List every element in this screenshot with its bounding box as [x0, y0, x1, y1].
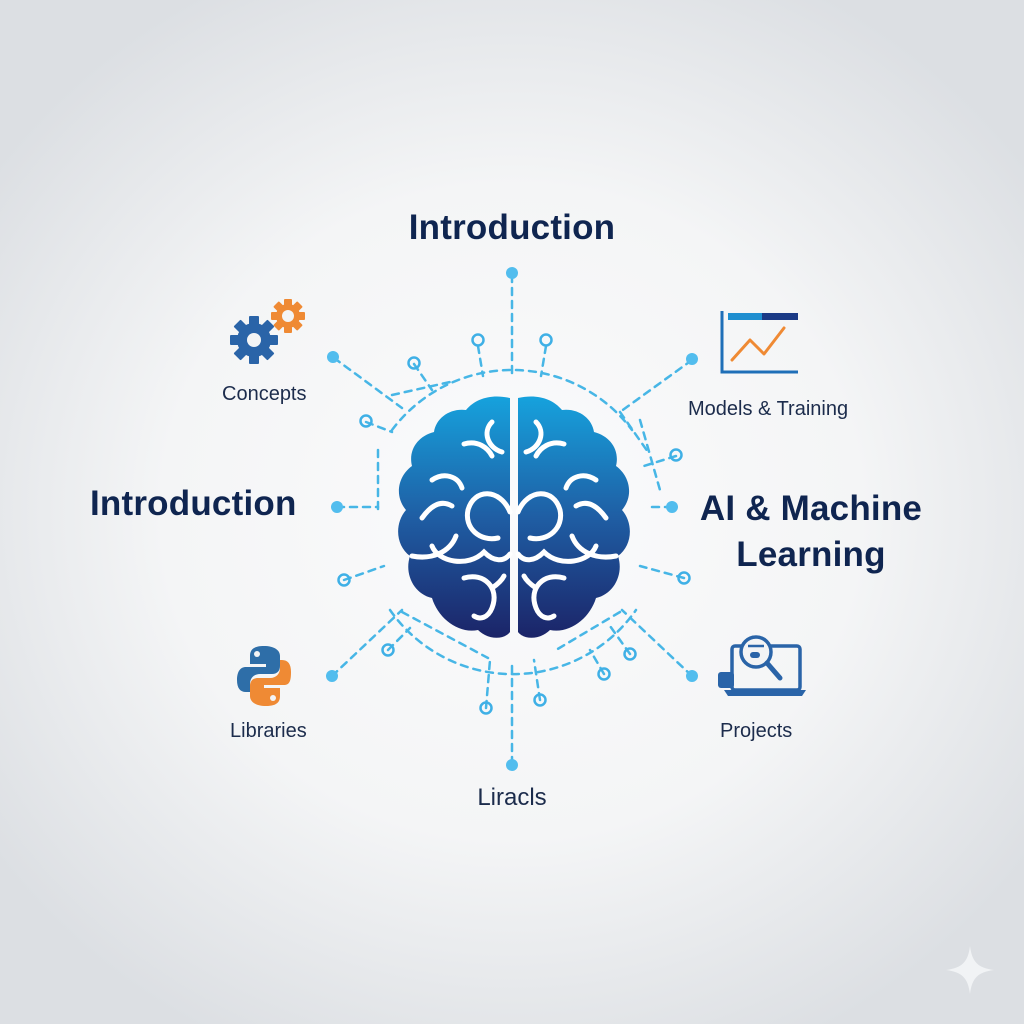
node-bottom-label: Liracls [477, 784, 547, 811]
node-concepts-label: Concepts [222, 383, 307, 405]
python-logo-icon [236, 644, 292, 708]
node-dot-right [666, 501, 678, 513]
brain-icon [392, 392, 636, 642]
node-dot-top-right [686, 353, 698, 365]
ring-top [390, 368, 634, 432]
node-dot-top-left [327, 351, 339, 363]
node-dot-left [331, 501, 343, 513]
node-projects-label: Projects [720, 720, 793, 742]
node-libraries-label: Libraries [230, 720, 307, 742]
node-right-title: AI & Machine Learning [676, 486, 946, 578]
node-dot-bottom [506, 759, 518, 771]
node-left-title: Introduction [90, 484, 297, 523]
ring-bottom [388, 608, 638, 676]
node-models-training-label: Models & Training [688, 398, 849, 420]
node-top-title: Introduction [408, 208, 616, 247]
node-right-title-line2: Learning [736, 535, 886, 574]
line-chart-icon [718, 310, 802, 376]
node-right-title-line1: AI & Machine [699, 489, 923, 528]
node-dot-top [506, 267, 518, 279]
sparkle-icon [944, 944, 996, 996]
gears-icon [226, 296, 310, 366]
node-dot-bottom-left [326, 670, 338, 682]
node-dot-bottom-right [686, 670, 698, 682]
laptop-magnifier-icon [716, 632, 808, 702]
